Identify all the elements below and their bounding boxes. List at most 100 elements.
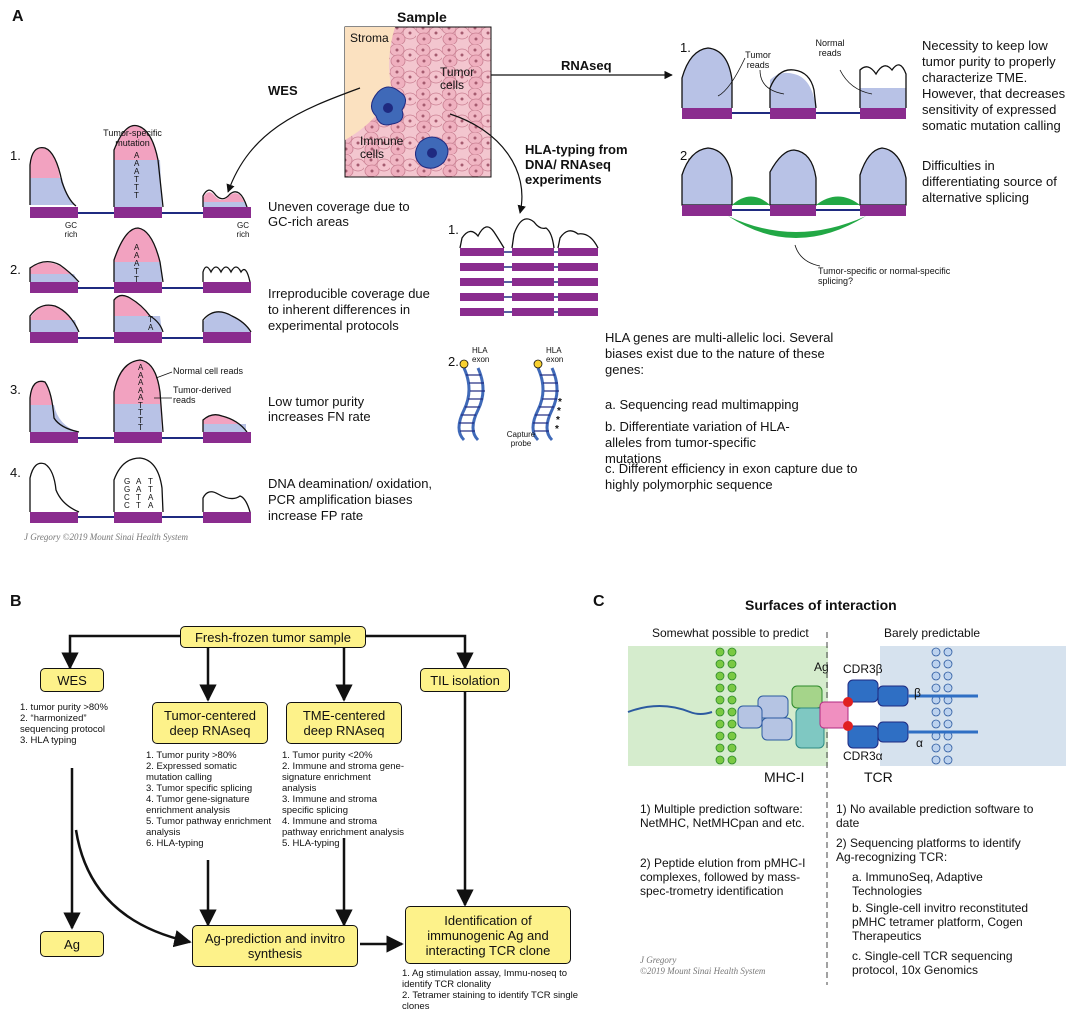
tumor-list-item: 4. Tumor gene-signature enrichment analy… (146, 794, 250, 816)
tumor-specific-mutation-label: Tumor-specific mutation (103, 128, 162, 148)
sequence-row2: A A A T T (134, 243, 140, 284)
panel-c-graphics (627, 632, 1066, 985)
svg-text:*: * (555, 424, 559, 435)
wes-step-1-num: 1. (10, 148, 21, 163)
sequence-row2b: T A (148, 315, 154, 332)
tme-list-item: 5. HLA-typing (282, 838, 340, 849)
hla-step-2-num: 2. (448, 354, 459, 369)
splicing-question-label: Tumor-specific or normal-specific splici… (818, 266, 951, 286)
ident-list-item: 2. Tetramer staining to identify TCR sin… (402, 990, 579, 1012)
hla-item-b: b. Differentiate variation of HLA-allele… (605, 419, 790, 466)
panel-b-arrows (61, 634, 474, 953)
right-list-2: 2) Sequencing platforms to identify Ag-r… (836, 836, 1021, 864)
right-sub-c: c. Single-cell TCR sequencing protocol, … (852, 949, 1013, 977)
gc-rich-label-left: GC rich (64, 221, 78, 239)
tme-list-item: 2. Immune and stroma gene-signature enri… (282, 761, 404, 794)
wes-coverage-3 (29, 359, 251, 443)
rna-step-2-num: 2. (680, 148, 691, 163)
right-sub-b: b. Single-cell invitro reconstituted pMH… (852, 901, 1029, 943)
fresh-frozen-box: Fresh-frozen tumor sample (180, 626, 366, 648)
panel-c-label: C (593, 593, 605, 610)
wes-coverage-4 (29, 457, 251, 523)
rna-step-1-text: Necessity to keep low tumor purity to pr… (922, 38, 1066, 133)
wes-box: WES (40, 668, 104, 692)
ident-list-item: 1. Ag stimulation assay, Immu-noseq to i… (402, 968, 568, 990)
hla-capture-probes: **** (457, 359, 562, 442)
right-list-1: 1) No available prediction software to d… (836, 802, 1034, 830)
tumor-reads-label: Tumor reads (745, 50, 771, 70)
panel-a-label: A (12, 8, 24, 25)
svg-text:*: * (558, 397, 562, 408)
cdr3b-label: CDR3β (843, 662, 883, 676)
beta-label: β (914, 686, 921, 700)
left-list-2: 2) Peptide elution from pMHC-I complexes… (640, 856, 806, 898)
hla-step-1-num: 1. (448, 222, 459, 237)
normal-reads-label: Normal reads (815, 38, 845, 58)
wes-step-2-text: Irreproducible coverage due to inherent … (268, 286, 430, 333)
svg-text:*: * (556, 415, 560, 426)
ag-prediction-box: Ag-prediction and invitro synthesis (192, 925, 358, 967)
sample-title: Sample (397, 9, 447, 25)
hla-exon-label-1: HLA exon (472, 346, 490, 364)
mhc-label: MHC-I (764, 769, 805, 785)
tme-list-item: 1. Tumor purity <20% (282, 750, 373, 761)
capture-probe-label: Capture probe (506, 430, 536, 448)
hla-intro-text: HLA genes are multi-allelic loci. Severa… (605, 330, 834, 377)
wes-list-item: 1. tumor purity >80% (20, 702, 108, 713)
tme-rnaseq-box: TME-centered deep RNAseq (286, 702, 402, 744)
sequence-row3: A A A A A T T T T (138, 363, 144, 432)
wes-step-1-text: Uneven coverage due to GC-rich areas (268, 199, 410, 229)
right-header: Barely predictable (884, 626, 981, 640)
tumor-derived-reads-label: Tumor-derived reads (173, 385, 232, 405)
tumor-rnaseq-box: Tumor-centered deep RNAseq (152, 702, 268, 744)
tumor-list-item: 3. Tumor specific splicing (146, 783, 253, 794)
panel-c-copyright-1: J Gregory (640, 955, 677, 965)
tumor-list-item: 6. HLA-typing (146, 838, 204, 849)
sequence-row4-a: G G C C (124, 477, 131, 510)
normal-cell-reads-label: Normal cell reads (173, 366, 244, 376)
hla-typing-heading: HLA-typing from DNA/ RNAseq experiments (525, 142, 628, 187)
wes-coverage-2 (29, 227, 252, 343)
sequence-row4-c: T T A A (148, 477, 154, 510)
wes-list-item: 2. “harmonized” sequencing protocol (20, 713, 106, 735)
wes-step-4-text: DNA deamination/ oxidation, PCR amplific… (268, 476, 433, 523)
gc-rich-label-right: GC rich (236, 221, 250, 239)
wes-coverage-1 (29, 124, 251, 218)
immune-cells-label: Immune cells (360, 134, 404, 161)
hla-item-a: a. Sequencing read multimapping (605, 397, 799, 412)
rna-step-1-num: 1. (680, 40, 691, 55)
panel-c-copyright-2: ©2019 Mount Sinai Health System (640, 966, 766, 976)
cdr3a-label: CDR3α (843, 749, 883, 763)
surfaces-title: Surfaces of interaction (745, 597, 897, 613)
hla-reads-1 (459, 218, 599, 316)
wes-step-4-num: 4. (10, 465, 21, 480)
rnaseq-splicing-2 (681, 147, 907, 267)
rnaseq-heading: RNAseq (561, 58, 612, 73)
wes-step-2-num: 2. (10, 262, 21, 277)
wes-list: 1. tumor purity >80% 2. “harmonized” seq… (20, 702, 132, 746)
wes-list-item: 3. HLA typing (20, 735, 77, 746)
rnaseq-reads-1 (681, 47, 907, 119)
sequence-row4-b: A A T T (136, 477, 142, 510)
panel-a-copyright: J Gregory ©2019 Mount Sinai Health Syste… (24, 532, 188, 542)
ag-label: Ag (814, 660, 829, 674)
wes-heading: WES (268, 83, 298, 98)
right-sub-a: a. ImmunoSeq, Adaptive Technologies (852, 870, 983, 898)
identification-box: Identification of immunogenic Ag and int… (405, 906, 571, 964)
tcr-label: TCR (864, 769, 893, 785)
tme-list-item: 3. Immune and stroma specific splicing (282, 794, 378, 816)
stroma-label: Stroma (350, 31, 389, 45)
left-header: Somewhat possible to predict (652, 626, 809, 640)
identification-list: 1. Ag stimulation assay, Immu-noseq to i… (402, 968, 578, 1012)
alpha-label: α (916, 736, 923, 750)
ag-box: Ag (40, 931, 104, 957)
panel-b-label: B (10, 593, 22, 610)
til-isolation-box: TIL isolation (420, 668, 510, 692)
sample-image (344, 26, 492, 178)
tumor-list-item: 2. Expressed somatic mutation calling (146, 761, 237, 783)
hla-item-c: c. Different efficiency in exon capture … (605, 461, 858, 492)
tme-list-item: 4. Immune and stroma pathway enrichment … (282, 816, 404, 838)
rna-step-2-text: Difficulties in differentiating source o… (922, 158, 1057, 205)
left-list-1: 1) Multiple prediction software: NetMHC,… (640, 802, 805, 830)
